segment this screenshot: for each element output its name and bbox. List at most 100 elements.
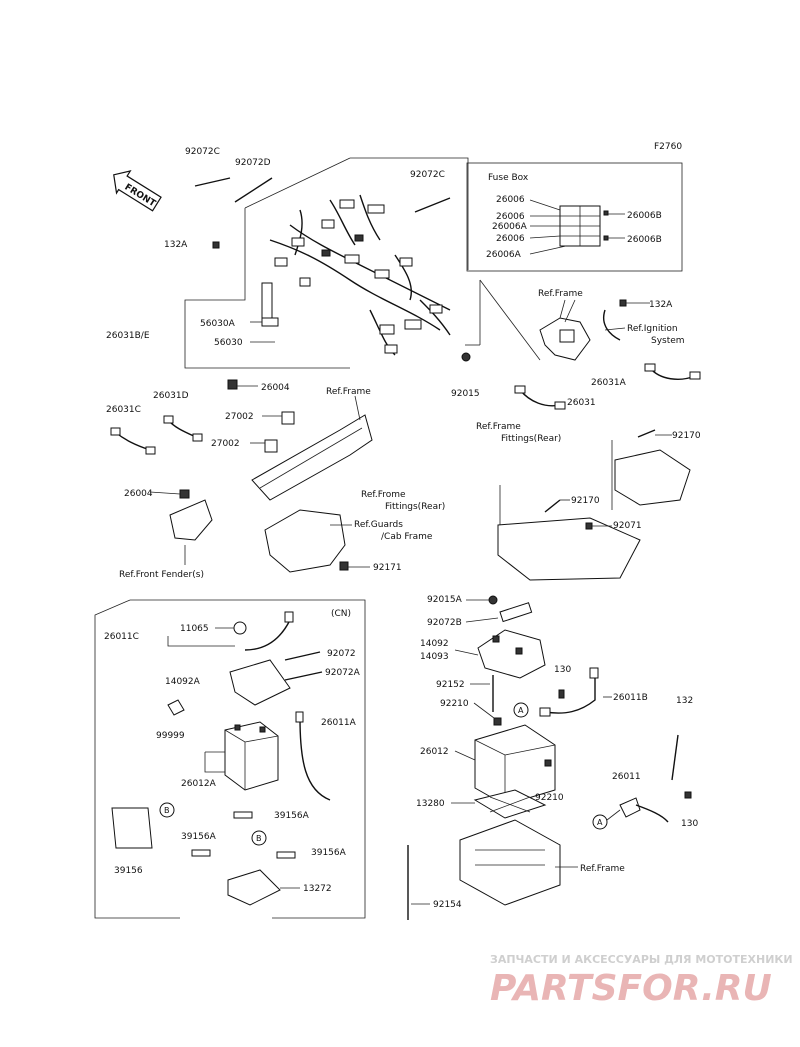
label-92015A: 92015A (427, 595, 463, 605)
part-39156A-label-c (276, 851, 296, 859)
label-92171: 92171 (373, 563, 402, 573)
label-26006-2: 26006 (496, 212, 525, 222)
label-130-b: 130 (681, 819, 698, 829)
part-39156A-label-a (233, 811, 253, 819)
front-fender (169, 499, 213, 541)
rear-fitting-lower (497, 517, 641, 581)
label-92170-a: 92170 (672, 431, 701, 441)
label-26031D: 26031D (153, 391, 189, 401)
marker-a-1: A (513, 702, 529, 718)
label-132A-b: 132A (649, 300, 673, 310)
label-130-a: 130 (554, 665, 571, 675)
frame-member (251, 414, 373, 501)
marker-b-2-label: B (256, 834, 262, 843)
label-ref-front-fender: Ref.Front Fender(s) (119, 570, 204, 580)
label-13272: 13272 (303, 884, 332, 894)
marker-b-2: B (251, 830, 267, 846)
label-39156: 39156 (114, 866, 143, 876)
marker-b-1-label: B (164, 806, 170, 815)
part-92015A-nut (488, 595, 498, 605)
part-99999 (167, 699, 185, 716)
part-92072B-band (499, 602, 533, 623)
label-13280: 13280 (416, 799, 445, 809)
part-92210-nut-b (544, 759, 552, 767)
label-26011: 26011 (612, 772, 641, 782)
part-56030-bracket (261, 282, 273, 324)
part-26012-battery (474, 724, 556, 806)
label-26006A-2: 26006A (486, 250, 522, 260)
label-26031A: 26031A (591, 378, 627, 388)
rear-fitting-upper (614, 449, 691, 506)
label-26006A-1: 26006A (492, 222, 528, 232)
label-14093: 14093 (420, 652, 449, 662)
label-56030A: 56030A (200, 319, 236, 329)
part-92170-band-b (544, 499, 561, 513)
part-26011C-cable (244, 619, 291, 651)
part-26004-clip-b (179, 489, 190, 499)
label-26006B-1: 26006B (627, 211, 662, 221)
label-26012A: 26012A (181, 779, 217, 789)
label-26031C: 26031C (106, 405, 141, 415)
part-14092A-cover (229, 659, 291, 706)
label-56030: 56030 (214, 338, 243, 348)
label-92152: 92152 (436, 680, 465, 690)
label-92072A: 92072A (325, 668, 361, 678)
part-14092-holder (477, 629, 546, 679)
label-132A-a: 132A (164, 240, 188, 250)
label-92170-b: 92170 (571, 496, 600, 506)
part-92072A-band (284, 671, 323, 681)
part-92072C-band (194, 177, 231, 187)
label-26011A: 26011A (321, 718, 357, 728)
label-92210-a: 92210 (440, 699, 469, 709)
fuse-box-panel (466, 162, 683, 272)
label-26006B-2: 26006B (627, 235, 662, 245)
label-26011C: 26011C (104, 632, 139, 642)
label-92210-b: 92210 (535, 793, 564, 803)
part-26011B-cable (544, 672, 596, 714)
part-27002-relay-a (281, 411, 295, 425)
part-132A-bolt (212, 241, 220, 249)
label-39156A-b: 39156A (181, 832, 217, 842)
part-39156-label (111, 807, 153, 849)
guard-cab-frame (264, 509, 346, 573)
label-14092: 14092 (420, 639, 449, 649)
part-13272-tray (227, 869, 281, 906)
marker-b-1: B (159, 802, 175, 818)
label-14092A: 14092A (165, 677, 201, 687)
label-ref-frame-1: Ref.Frame (538, 289, 583, 299)
label-92154: 92154 (433, 900, 462, 910)
part-26012A-battery (224, 721, 279, 791)
label-39156A-a: 39156A (274, 811, 310, 821)
label-92072D: 92072D (235, 158, 271, 168)
label-92072C-b: 92072C (410, 170, 445, 180)
marker-a-1-label: A (518, 706, 524, 715)
label-26031: 26031 (567, 398, 596, 408)
fuse-block-icon (559, 205, 609, 247)
label-ref-frame-3: Ref.Frame (580, 864, 625, 874)
label-26004-b: 26004 (124, 489, 153, 499)
battery-frame-tray (459, 819, 561, 906)
part-92072-band (284, 651, 321, 661)
ignition-bracket (539, 299, 591, 361)
label-27002-b: 27002 (211, 439, 240, 449)
part-26011-cable-end (619, 797, 641, 818)
part-13280-pad (473, 789, 547, 819)
marker-a-2-label: A (597, 818, 603, 827)
label-27002-a: 27002 (225, 412, 254, 422)
fuse-box-title: Fuse Box (488, 173, 529, 183)
cn-group-outline (130, 599, 366, 919)
label-39156A-c: 39156A (311, 848, 347, 858)
label-ref-guards-1: Ref.Guards (354, 520, 403, 530)
label-26031BE: 26031B/E (106, 331, 150, 341)
part-132-bolt (671, 734, 679, 781)
main-wiring-harness (269, 194, 451, 356)
part-26004-clip (227, 379, 238, 390)
part-11065-cap (233, 621, 247, 635)
part-27002-relay-b (264, 439, 278, 453)
marker-a-2: A (592, 814, 608, 830)
part-92072D-band (234, 177, 273, 203)
part-92072C-band-b (414, 197, 451, 213)
label-92072C-a: 92072C (185, 147, 220, 157)
part-130-bolt-a (558, 689, 565, 699)
